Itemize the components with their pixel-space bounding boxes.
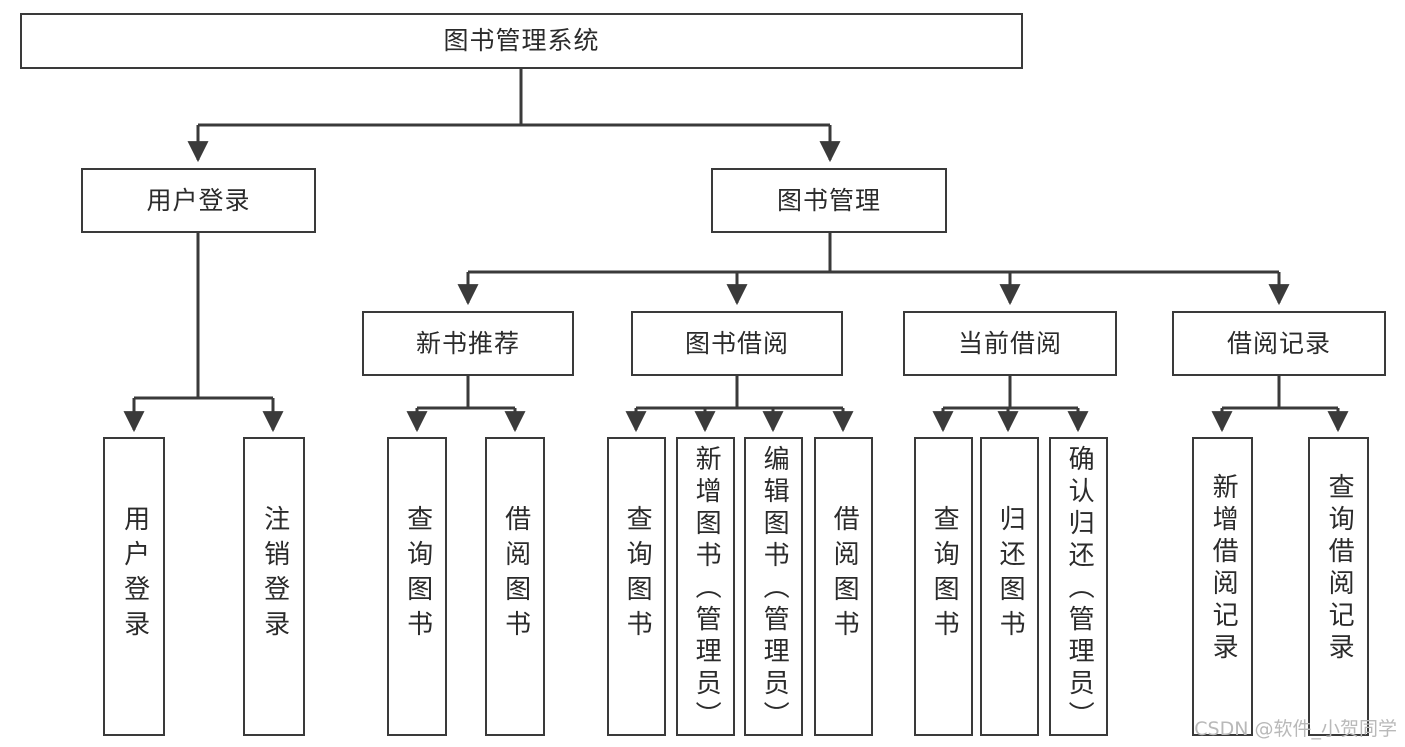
node-leaf-edit-book[interactable]: 编辑图书（管理员） [744, 437, 803, 736]
node-label: 新书推荐 [415, 328, 520, 358]
node-leaf-add-book[interactable]: 新增图书（管理员） [676, 437, 735, 736]
node-leaf-query-book-recommend[interactable]: 查询图书 [387, 437, 447, 736]
node-label: 借阅图书 [500, 505, 531, 645]
node-leaf-return-book[interactable]: 归还图书 [980, 437, 1039, 736]
node-root-book-management-system[interactable]: 图书管理系统 [20, 13, 1023, 69]
node-current-borrow[interactable]: 当前借阅 [903, 311, 1117, 376]
node-label: 注销登录 [259, 505, 290, 645]
node-label: 查询图书 [929, 505, 960, 645]
node-label: 用户登录 [146, 185, 251, 215]
node-leaf-borrow-book-recommend[interactable]: 借阅图书 [485, 437, 545, 736]
node-leaf-query-book-borrow[interactable]: 查询图书 [607, 437, 666, 736]
watermark: CSDN @软件_小贺同学 [1194, 718, 1397, 740]
node-new-book-recommend[interactable]: 新书推荐 [362, 311, 574, 376]
node-label: 确认归还（管理员） [1064, 445, 1095, 733]
node-label: 当前借阅 [957, 328, 1062, 358]
node-leaf-query-book-current[interactable]: 查询图书 [914, 437, 973, 736]
node-book-borrow[interactable]: 图书借阅 [631, 311, 843, 376]
node-label: 查询图书 [402, 505, 433, 645]
node-label: 图书借阅 [684, 328, 789, 358]
node-label: 新增借阅记录 [1208, 473, 1239, 665]
node-label: 查询图书 [622, 505, 653, 645]
node-label: 图书管理系统 [443, 26, 600, 56]
node-label: 借阅记录 [1226, 328, 1331, 358]
node-leaf-user-logout[interactable]: 注销登录 [243, 437, 305, 736]
node-leaf-query-borrow-record[interactable]: 查询借阅记录 [1308, 437, 1369, 736]
node-label: 归还图书 [995, 505, 1026, 645]
node-leaf-add-borrow-record[interactable]: 新增借阅记录 [1192, 437, 1253, 736]
node-label: 查询借阅记录 [1324, 473, 1355, 665]
node-borrow-record[interactable]: 借阅记录 [1172, 311, 1386, 376]
node-leaf-user-login[interactable]: 用户登录 [103, 437, 165, 736]
node-label: 新增图书（管理员） [691, 445, 722, 733]
node-label: 编辑图书（管理员） [759, 445, 790, 733]
node-leaf-confirm-return[interactable]: 确认归还（管理员） [1049, 437, 1108, 736]
node-label: 用户登录 [119, 505, 150, 645]
node-user-login[interactable]: 用户登录 [81, 168, 316, 233]
node-label: 图书管理 [776, 185, 881, 215]
node-label: 借阅图书 [829, 505, 860, 645]
node-book-management[interactable]: 图书管理 [711, 168, 947, 233]
node-leaf-borrow-book[interactable]: 借阅图书 [814, 437, 873, 736]
